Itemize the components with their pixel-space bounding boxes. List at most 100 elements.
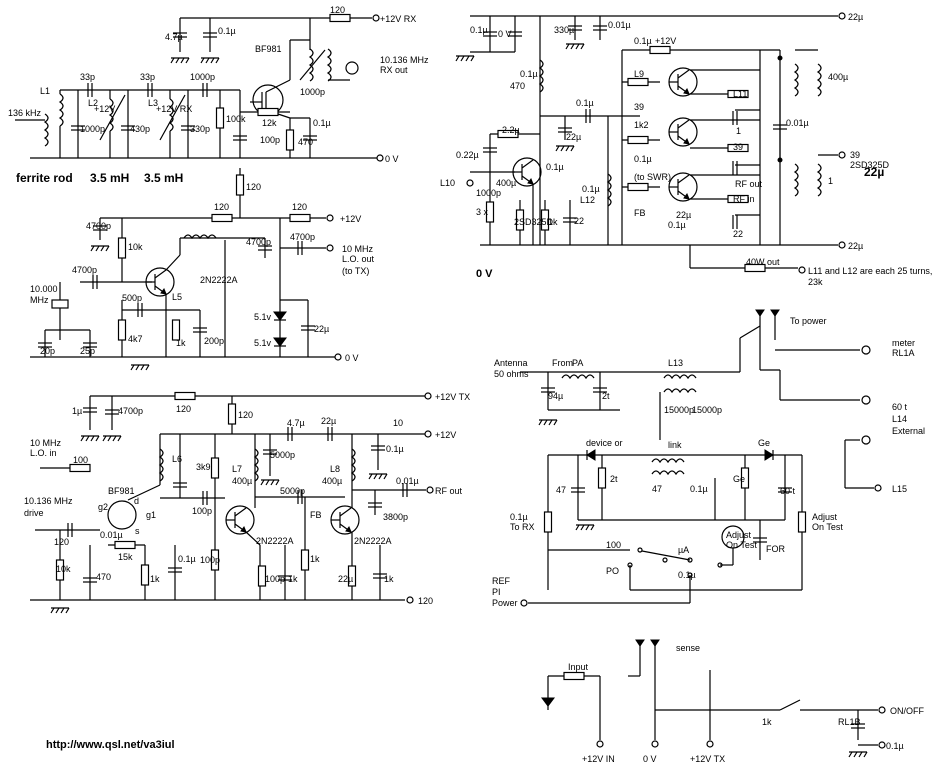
label: 25p xyxy=(80,346,95,356)
label: L.O. in xyxy=(30,448,57,458)
label: FB xyxy=(310,510,322,520)
label: 2N2222A xyxy=(256,536,294,546)
label: meter xyxy=(892,338,915,348)
label: L.O. out xyxy=(342,254,375,264)
label: RL1A xyxy=(892,348,915,358)
label: 430p xyxy=(130,124,150,134)
label: 4k7 xyxy=(128,334,143,344)
label: 22µ xyxy=(676,210,691,220)
label: L3 xyxy=(148,98,158,108)
label: 3k9 xyxy=(196,462,211,472)
label: 0 V xyxy=(385,154,399,164)
label: 120 xyxy=(418,596,433,606)
label: 100 xyxy=(73,455,88,465)
label: 100p xyxy=(265,574,285,584)
label: 100p xyxy=(200,555,220,565)
label: 0.1µ xyxy=(668,220,686,230)
label: Antenna xyxy=(494,358,528,368)
label: 0.1µ xyxy=(386,444,404,454)
label: 400µ xyxy=(322,476,342,486)
label: L11 and L12 are each 25 turns, bifilar xyxy=(808,266,932,276)
label: 100p xyxy=(192,506,212,516)
label: On Test xyxy=(812,522,843,532)
label: 2N2222A xyxy=(200,275,238,285)
label: 330µ xyxy=(554,25,574,35)
label: RX out xyxy=(380,65,408,75)
label: 40W out xyxy=(746,257,780,267)
label: 100p xyxy=(260,135,280,145)
label big: 3.5 mH xyxy=(144,171,183,185)
power-amplifier-section xyxy=(455,12,846,274)
label: RF in xyxy=(733,194,755,204)
label: 0.22µ xyxy=(456,150,479,160)
label: 22µ xyxy=(314,324,329,334)
label: 22 xyxy=(733,229,743,239)
label: 1µ xyxy=(72,406,82,416)
label: (to SWR) xyxy=(634,172,671,182)
label: 10.000 xyxy=(30,284,58,294)
label: 4.7µ xyxy=(287,418,305,428)
label: 22µ xyxy=(848,241,863,251)
label: 94µ xyxy=(548,391,563,401)
rx-preamp-section xyxy=(15,13,384,162)
label: 1 xyxy=(736,126,741,136)
label: 500p xyxy=(122,293,142,303)
label: 5000p xyxy=(270,450,295,460)
oscillator-section xyxy=(30,168,342,371)
label: 2SD325D xyxy=(514,217,554,227)
label: sense xyxy=(676,643,700,653)
label: 1k2 xyxy=(634,120,649,130)
label: 47 xyxy=(652,484,662,494)
label: 47 xyxy=(556,485,566,495)
label: 0.1µ xyxy=(520,69,538,79)
label: 0.01µ xyxy=(786,118,809,128)
label: 2t xyxy=(610,474,618,484)
label: 33p xyxy=(140,72,155,82)
label: MHz xyxy=(30,295,49,305)
label: FB xyxy=(634,208,646,218)
label: 1k xyxy=(150,574,160,584)
label: BF981 xyxy=(255,44,282,54)
label big: ferrite rod xyxy=(16,171,73,185)
label: 200p xyxy=(204,336,224,346)
label: 0.1µ xyxy=(510,512,528,522)
label: PI xyxy=(492,587,501,597)
label: 5.1v xyxy=(254,338,272,348)
label: From xyxy=(552,358,573,368)
label: 3 x xyxy=(476,207,489,217)
label: 470 xyxy=(298,137,313,147)
label: 12k xyxy=(262,118,277,128)
label: External xyxy=(892,426,925,436)
label: ON/OFF xyxy=(890,706,924,716)
website-url[interactable]: http://www.qsl.net/va3iul xyxy=(46,739,175,751)
label: device or xyxy=(586,438,623,448)
label: +12V xyxy=(94,104,115,114)
label: s xyxy=(135,526,140,536)
label: µA xyxy=(678,545,689,555)
label: 4700p xyxy=(290,232,315,242)
label: 5000p xyxy=(280,486,305,496)
label: 1k xyxy=(288,574,298,584)
label: 0 V xyxy=(498,29,512,39)
label: +12V xyxy=(655,36,676,46)
label: 0 V xyxy=(643,754,657,764)
label: 4700p xyxy=(72,265,97,275)
label: FOR xyxy=(766,544,785,554)
label: BF981 xyxy=(108,486,135,496)
label-layer: 120 +12V RX 4.7µ 0.1µ BF981 10.136 MHz R… xyxy=(8,5,932,764)
label: 0.1µ xyxy=(470,25,488,35)
label: L8 xyxy=(330,464,340,474)
label: PO xyxy=(606,566,619,576)
label: 15k xyxy=(118,552,133,562)
label mid: 0 V xyxy=(476,268,493,280)
label: 400µ xyxy=(232,476,252,486)
label: L1 xyxy=(40,86,50,96)
label: 0.1µ xyxy=(886,741,904,751)
label: 120 xyxy=(54,537,69,547)
label: To RX xyxy=(510,522,535,532)
label: 4700p xyxy=(86,221,111,231)
label: 1000p xyxy=(190,72,215,82)
label: 0.1µ xyxy=(178,554,196,564)
label: 1k xyxy=(310,554,320,564)
